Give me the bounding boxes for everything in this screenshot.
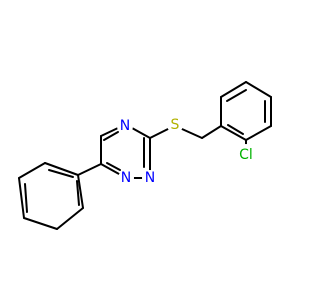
phenyl-ring-inner-bond: [24, 183, 28, 213]
atom-n-lower-left: N: [118, 170, 134, 186]
chlorophenyl-ring-bond: [220, 81, 247, 98]
aryl-linker-bond: [77, 163, 102, 176]
atom-n-upper: N: [117, 118, 133, 134]
thioether-bond: [149, 128, 169, 139]
triazine-ring-bond: [100, 127, 119, 137]
atom-label-n-lower-left: N: [121, 170, 131, 186]
chlorophenyl-ring-inner-bond: [227, 124, 244, 135]
phenyl-ring-bond: [18, 162, 46, 179]
bond-layer: [18, 81, 272, 230]
atom-label-n-upper: N: [120, 118, 130, 134]
phenyl-ring-bond: [56, 207, 84, 230]
phenyl-ring-inner-bond: [48, 169, 74, 178]
atom-n-lower-right: N: [142, 170, 158, 186]
phenyl-ring-bond: [18, 177, 25, 219]
benzyl-bond: [201, 125, 222, 139]
triazine-ring-bond: [100, 163, 120, 175]
atom-chlorine: Cl: [235, 144, 257, 166]
triazine-ring-inner-bond: [103, 131, 119, 141]
chlorophenyl-ring-inner-bond: [226, 89, 247, 102]
chlorophenyl-ring-bond: [220, 125, 247, 141]
phenyl-ring-bond: [77, 174, 84, 209]
phenyl-ring-bond: [44, 162, 79, 176]
chlorophenyl-ring-bond: [245, 81, 272, 98]
atom-sulfur: S: [167, 117, 183, 133]
structure-canvas: N N N S Cl: [18, 81, 272, 230]
atom-label-sulfur: S: [171, 117, 180, 133]
chlorophenyl-ring-bond: [245, 125, 272, 141]
molecule-diagram: N N N S Cl: [18, 81, 272, 230]
phenyl-ring-inner-bond: [76, 180, 80, 206]
atom-label-chlorine: Cl: [239, 147, 253, 163]
atom-label-n-lower-right: N: [145, 170, 155, 186]
thioether-bond: [181, 128, 203, 139]
phenyl-ring-bond: [23, 217, 58, 230]
triazine-ring-bond: [131, 127, 151, 139]
triazine-ring-inner-bond: [106, 162, 121, 171]
